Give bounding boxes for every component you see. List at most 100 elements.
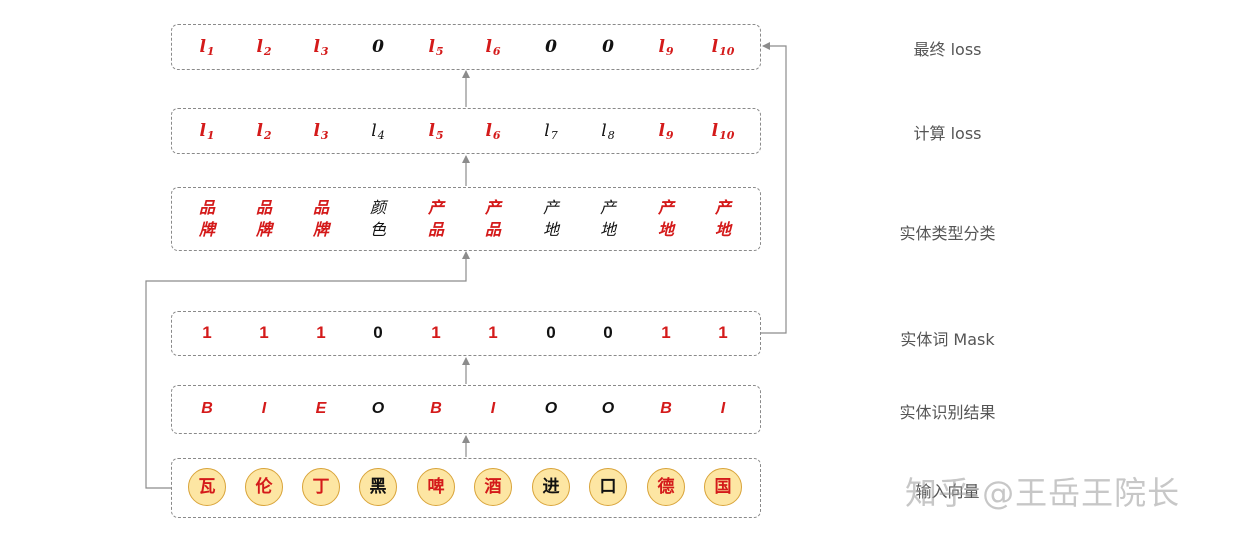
input-char-circle: 德 (647, 468, 685, 506)
input-vector-label: 输入向量 (915, 482, 980, 501)
loss-subscript: 1 (206, 45, 215, 58)
compute-loss-label: 计算 loss (913, 124, 982, 143)
entity-type-char: 牌 (198, 220, 215, 239)
entity-type-char: 牌 (255, 220, 272, 239)
loss-symbol: l (485, 121, 492, 141)
mask-value: 1 (259, 323, 269, 342)
input-char-circle: 瓦 (188, 468, 226, 506)
final-loss-cell: 0 (356, 37, 400, 57)
final-loss-cell: l5 (414, 37, 458, 58)
final-loss-cell: l3 (299, 37, 343, 58)
input-char-circle: 酒 (474, 468, 512, 506)
final-loss-cell: l1 (185, 37, 229, 58)
entity-type-label: 实体类型分类 (899, 224, 996, 243)
arrow-mask-to-final-loss (761, 42, 787, 334)
compute-loss-cell: l3 (299, 121, 343, 142)
entity-type-char: 色 (369, 220, 386, 239)
entity-type-char: 地 (714, 220, 731, 239)
entity-type-char: 产 (542, 198, 559, 217)
entity-type-cell: 产品 (471, 197, 515, 241)
entity-recognition-label: 实体识别结果 (899, 403, 996, 422)
entity-type-cell: 产地 (586, 197, 630, 241)
bio-tag: I (261, 400, 267, 417)
loss-subscript: 2 (263, 129, 272, 142)
loss-symbol: l (199, 121, 206, 141)
mask-value: 0 (603, 323, 613, 342)
bio-tag: O (544, 400, 558, 417)
input-char-circle: 口 (589, 468, 627, 506)
input-char-circle: 国 (704, 468, 742, 506)
entity-type-char: 品 (427, 220, 444, 239)
final-loss-cell: 0 (529, 37, 573, 57)
loss-subscript: 4 (377, 129, 385, 142)
compute-loss-cell: l4 (356, 121, 400, 142)
bio-tag: I (490, 400, 496, 417)
entity-type-row: 品牌品牌品牌颜色产品产品产地产地产地产地 (171, 187, 761, 251)
entity-type-char: 颜 (369, 198, 386, 217)
loss-symbol: l (601, 121, 607, 141)
loss-subscript: 3 (320, 45, 329, 58)
loss-subscript: 10 (719, 129, 735, 142)
entity-type-char: 产 (599, 198, 616, 217)
bio-tag: B (201, 400, 213, 417)
loss-subscript: 7 (550, 129, 558, 142)
mask-value: 1 (718, 323, 728, 342)
final-loss-cell: 0 (586, 37, 630, 57)
mask-value: 1 (431, 323, 441, 342)
final-loss-label: 最终 loss (913, 40, 982, 59)
entity-type-cell: 产地 (644, 197, 688, 241)
entity-type-char: 产 (484, 198, 501, 217)
loss-subscript: 9 (665, 129, 674, 142)
entity-type-cell: 产地 (529, 197, 573, 241)
entity-type-cell: 品牌 (299, 197, 343, 241)
final-loss-cell: l6 (471, 37, 515, 58)
entity-mask-label: 实体词 Mask (900, 330, 995, 349)
compute-loss-cell: l7 (529, 121, 573, 142)
loss-symbol: l (658, 37, 665, 57)
entity-type-cell: 品牌 (185, 197, 229, 241)
loss-symbol: l (313, 121, 320, 141)
input-vector-row: 瓦伦丁黑啤酒进口德国 (171, 458, 761, 518)
compute-loss-cell: l2 (242, 121, 286, 142)
loss-symbol: l (485, 37, 492, 57)
loss-symbol: l (199, 37, 206, 57)
input-char-circle: 伦 (245, 468, 283, 506)
loss-subscript: 8 (607, 129, 615, 142)
mask-value: 1 (202, 323, 212, 342)
loss-symbol: l (711, 121, 719, 141)
compute-loss-cell: l1 (185, 121, 229, 142)
entity-type-char: 品 (484, 220, 501, 239)
compute-loss-cell: l5 (414, 121, 458, 142)
bio-tag: O (601, 400, 615, 417)
compute-loss-cell: l8 (586, 121, 630, 142)
loss-symbol: l (544, 121, 550, 141)
bio-tag: E (315, 400, 327, 417)
entity-type-cell: 产地 (701, 197, 745, 241)
bio-tag: O (371, 400, 385, 417)
loss-symbol: l (256, 37, 263, 57)
entity-type-char: 地 (599, 220, 616, 239)
mask-value: 1 (488, 323, 498, 342)
entity-type-char: 牌 (312, 220, 329, 239)
mask-value: 1 (661, 323, 671, 342)
loss-subscript: 1 (206, 129, 215, 142)
entity-type-char: 品 (255, 198, 272, 217)
loss-symbol: 0 (372, 37, 384, 57)
loss-symbol: l (428, 121, 435, 141)
loss-symbol: l (658, 121, 665, 141)
loss-subscript: 5 (435, 129, 444, 142)
input-char-circle: 啤 (417, 468, 455, 506)
entity-type-cell: 产品 (414, 197, 458, 241)
entity-type-char: 产 (714, 198, 731, 217)
input-char-circle: 进 (532, 468, 570, 506)
loss-symbol: l (256, 121, 263, 141)
bio-tag: I (720, 400, 726, 417)
compute-loss-cell: l10 (701, 121, 745, 142)
input-char-circle: 丁 (302, 468, 340, 506)
entity-type-char: 地 (542, 220, 559, 239)
loss-subscript: 3 (320, 129, 329, 142)
